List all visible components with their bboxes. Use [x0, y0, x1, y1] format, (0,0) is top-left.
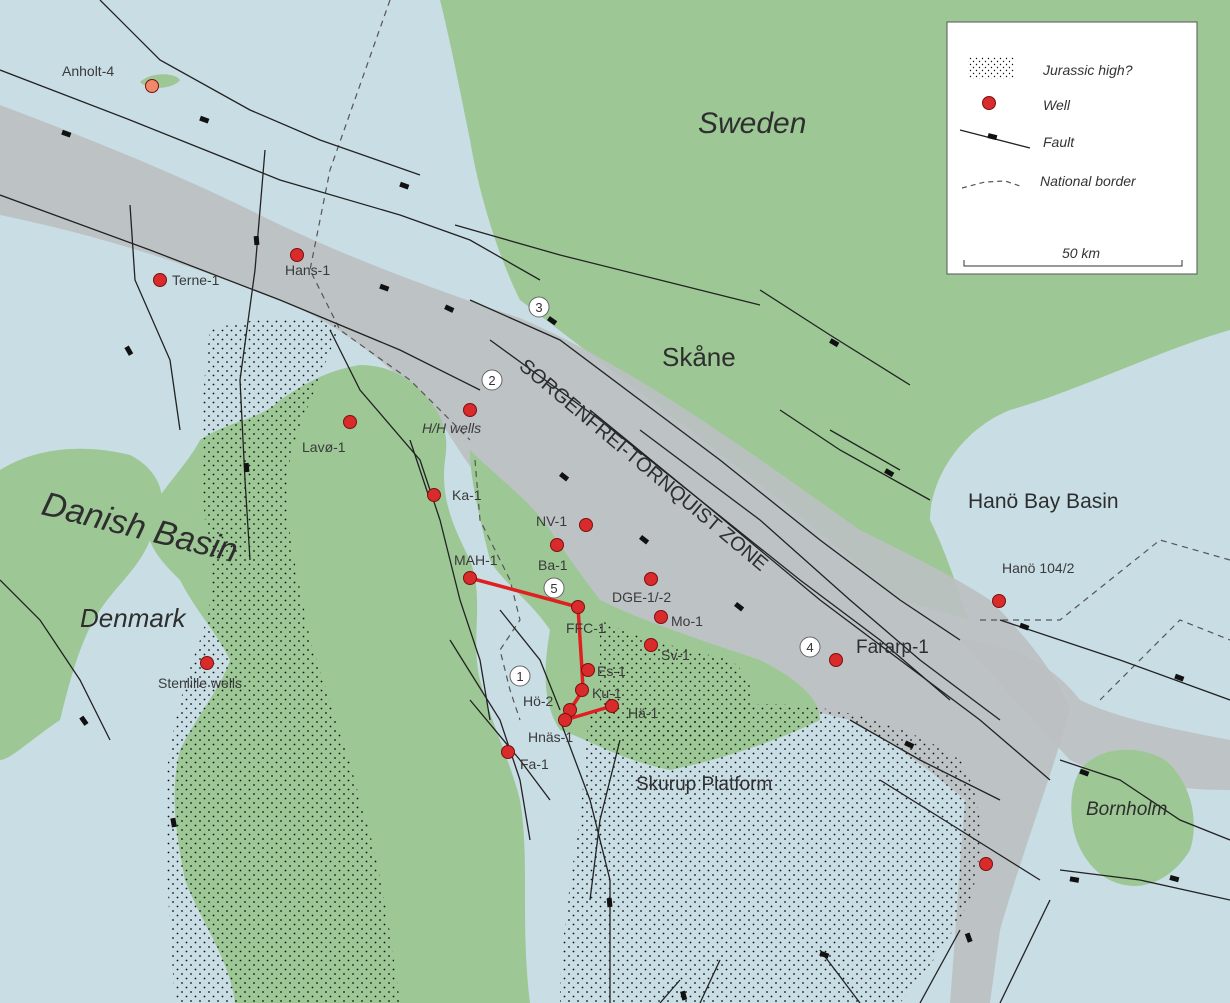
- national-border: [309, 0, 1230, 721]
- legend-border-line: [961, 180, 1021, 189]
- label-hano-bay-basin: Hanö Bay Basin: [968, 490, 1119, 513]
- label-fa: Fa-1: [520, 756, 549, 772]
- marker-5: 5: [550, 581, 557, 596]
- label-dge: DGE-1/-2: [612, 589, 671, 605]
- jurassic-high-stipple-skane: [600, 620, 752, 744]
- label-anholt: Anholt-4: [62, 63, 114, 79]
- well-ffc: [571, 600, 585, 614]
- label-bornholm: Bornholm: [1086, 799, 1167, 820]
- well-anholt: [145, 79, 159, 93]
- well-mo: [654, 610, 668, 624]
- legend-border-label: National border: [1040, 173, 1137, 189]
- legend-well-symbol: [982, 96, 996, 110]
- well-ha: [605, 699, 619, 713]
- label-hnas: Hnäs-1: [528, 729, 573, 745]
- well-ku: [575, 683, 589, 697]
- legend-scale-label: 50 km: [1062, 245, 1100, 261]
- marker-3: 3: [535, 300, 542, 315]
- label-stenlille: Stenlille wells: [158, 675, 242, 691]
- well-nv: [579, 518, 593, 532]
- label-ka: Ka-1: [452, 487, 482, 503]
- bornholm-island: [1071, 749, 1194, 886]
- well-fararp: [829, 653, 843, 667]
- label-skane: Skåne: [662, 342, 736, 372]
- well-hnas: [558, 713, 572, 727]
- label-terne: Terne-1: [172, 272, 220, 288]
- numbered-markers: 1 2 3 4 5: [481, 296, 821, 687]
- legend-jurassic-label: Jurassic high?: [1042, 62, 1133, 78]
- label-hano: Hanö 104/2: [1002, 560, 1075, 576]
- legend: Jurassic high? Well Fault National borde…: [946, 21, 1198, 275]
- label-ho: Hö-2: [523, 693, 554, 709]
- well-stenlille: [200, 656, 214, 670]
- well-hano: [992, 594, 1006, 608]
- label-denmark: Denmark: [80, 603, 187, 633]
- well-hh: [463, 403, 477, 417]
- label-mah: MAH-1: [454, 552, 498, 568]
- label-hh: H/H wells: [422, 420, 481, 436]
- legend-jurassic-swatch: [968, 57, 1014, 79]
- legend-well-label: Well: [1043, 97, 1071, 113]
- legend-fault-label: Fault: [1043, 134, 1075, 150]
- label-ffc: FFC-1: [566, 620, 606, 636]
- jurassic-high-stipple-south: [560, 704, 981, 1003]
- label-nv: NV-1: [536, 513, 567, 529]
- ronne-graben-zone: [960, 640, 1230, 790]
- label-sv: Sv-1: [661, 647, 690, 663]
- label-skurup-platform: Skurup Platform: [636, 774, 772, 795]
- well-es: [581, 663, 595, 677]
- well-labels: Anholt-4 Terne-1 Hans-1 Lavø-1 H/H wells…: [62, 63, 1075, 772]
- well-ka: [427, 488, 441, 502]
- marker-4: 4: [806, 640, 813, 655]
- legend-scale-bar: [963, 260, 1183, 267]
- legend-fault-tick: [987, 133, 998, 141]
- jurassic-high-stipple: [165, 318, 400, 1003]
- well-dge: [644, 572, 658, 586]
- label-ba: Ba-1: [538, 557, 568, 573]
- well-lavo: [343, 415, 357, 429]
- fault-ticks: [61, 115, 1185, 1001]
- marker-1: 1: [516, 669, 523, 684]
- label-fararp: Fararp-1: [856, 637, 929, 658]
- well-terne: [153, 273, 167, 287]
- label-ku: Ku-1: [592, 685, 622, 701]
- label-hans: Hans-1: [285, 262, 330, 278]
- well-bornholm: [979, 857, 993, 871]
- well-mah: [463, 571, 477, 585]
- label-mo: Mo-1: [671, 613, 703, 629]
- well-hans: [290, 248, 304, 262]
- label-lavo: Lavø-1: [302, 439, 346, 455]
- label-ha: Hä-1: [628, 705, 659, 721]
- west-islands: [0, 448, 162, 760]
- well-fa: [501, 745, 515, 759]
- marker-2: 2: [488, 373, 495, 388]
- wells: [145, 79, 1006, 871]
- well-ba: [550, 538, 564, 552]
- well-sv: [644, 638, 658, 652]
- label-sweden: Sweden: [698, 107, 806, 140]
- label-es: Es-1: [597, 663, 626, 679]
